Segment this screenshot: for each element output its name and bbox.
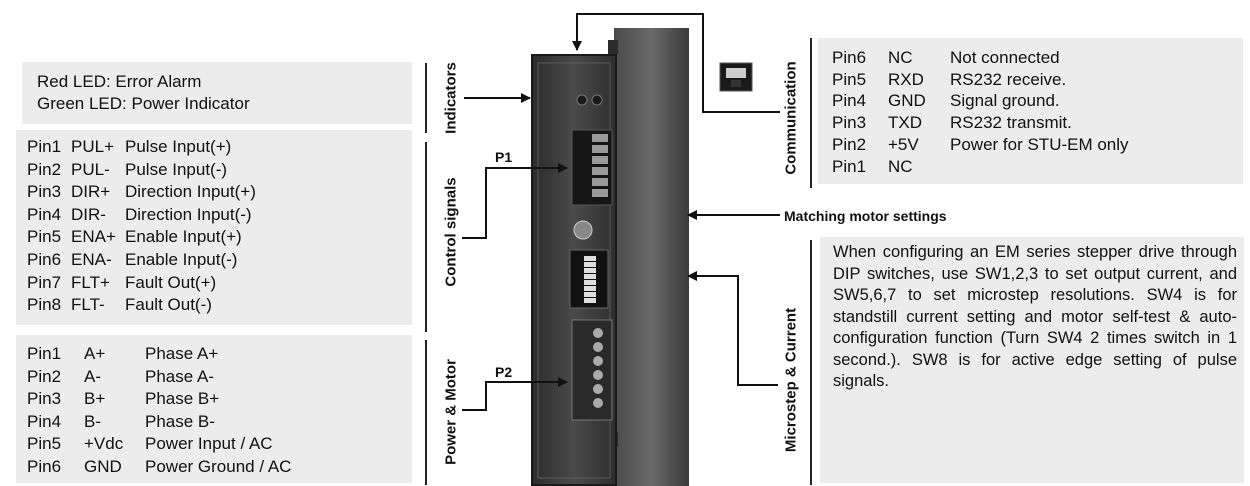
power-pin-row-5-col-3: Power Input / AC bbox=[145, 434, 273, 454]
rj11-connector bbox=[719, 62, 753, 92]
comm-pin-row-4-col-2: TXD bbox=[888, 113, 922, 133]
control-pin-row-6-col-3: Enable Input(-) bbox=[125, 250, 238, 269]
control-pin-row-2-col-1: Pin2 bbox=[27, 159, 62, 179]
control-pin-row-8-col-1: Pin8 bbox=[27, 295, 62, 315]
control-pin-row-7-col-1: Pin7 bbox=[27, 272, 62, 292]
power-divider bbox=[425, 340, 427, 485]
control-pin-row-8-col-2: FLT- bbox=[71, 295, 105, 315]
power-pin-row-1-col-2: A+ bbox=[84, 344, 106, 363]
power-pin-row-3-col-3: Phase B+ bbox=[145, 389, 220, 409]
control-pin-row-2-col-3: Pulse Input(-) bbox=[125, 159, 228, 179]
microstep-divider bbox=[810, 240, 812, 485]
comm-pin-row-5-col-1: Pin2 bbox=[832, 134, 867, 154]
communication-arrow bbox=[572, 13, 780, 113]
control-divider bbox=[425, 142, 427, 332]
power-pin-row-4-col-3: Phase B- bbox=[145, 411, 215, 431]
p2-arrow bbox=[462, 377, 568, 411]
p2-connector bbox=[571, 319, 613, 421]
indicators-line-2: Green LED: Power Indicator bbox=[37, 94, 250, 113]
control-pin-row-5-col-3: Enable Input(+) bbox=[125, 227, 242, 247]
comm-pin-row-3-col-3: Signal ground. bbox=[950, 91, 1060, 111]
microstep-description: When configuring an EM series stepper dr… bbox=[833, 243, 1237, 390]
power-pin-row-1-col-1: Pin1 bbox=[27, 344, 62, 363]
control-pin-row-1-col-3: Pulse Input(+) bbox=[125, 137, 232, 156]
control-pin-row-3-col-2: DIR+ bbox=[71, 182, 111, 202]
control-pin-row-1-col-2: PUL+ bbox=[71, 137, 114, 156]
comm-pin-row-2-col-3: RS232 receive. bbox=[950, 69, 1067, 89]
control-pin-row-6-col-1: Pin6 bbox=[27, 250, 62, 269]
control-pin-row-3-col-3: Direction Input(+) bbox=[125, 182, 256, 202]
control-pin-row-7-col-2: FLT+ bbox=[71, 272, 110, 292]
comm-pin-row-5-col-2: +5V bbox=[888, 134, 919, 154]
p2-connector-label: P2 bbox=[495, 364, 513, 380]
comm-pin-row-6-col-1: Pin1 bbox=[832, 156, 867, 176]
red-led bbox=[576, 94, 588, 106]
matching-motor-settings-label: Matching motor settings bbox=[784, 208, 947, 224]
microstep-box bbox=[820, 237, 1244, 483]
power-pin-row-5-col-1: Pin5 bbox=[27, 434, 62, 454]
control-pin-row-4-col-1: Pin4 bbox=[27, 204, 62, 224]
control-pin-row-4-col-3: Direction Input(-) bbox=[125, 204, 252, 224]
control-pin-row-6-col-2: ENA- bbox=[71, 250, 112, 269]
comm-pin-row-4-col-3: RS232 transmit. bbox=[950, 113, 1072, 133]
indicators-line-1: Red LED: Error Alarm bbox=[37, 72, 202, 91]
power-pin-row-3-col-2: B+ bbox=[84, 389, 106, 409]
power-pin-row-4-col-2: B- bbox=[84, 411, 101, 431]
power-pin-row-1-col-3: Phase A+ bbox=[145, 344, 219, 363]
indicators-box bbox=[22, 62, 412, 124]
power-pin-row-6-col-2: GND bbox=[84, 457, 122, 476]
communication-box bbox=[818, 38, 1243, 184]
p1-arrow bbox=[462, 163, 568, 239]
dip-switch bbox=[569, 249, 609, 309]
power-pin-row-2-col-3: Phase A- bbox=[145, 366, 214, 386]
power-pin-row-5-col-2: +Vdc bbox=[84, 434, 124, 454]
comm-pin-row-1-col-3: Not connected bbox=[950, 48, 1060, 67]
indicators-divider bbox=[425, 63, 427, 133]
comm-pin-row-1-col-1: Pin6 bbox=[832, 48, 867, 67]
control-signals-box bbox=[16, 130, 412, 325]
comm-pin-row-2-col-1: Pin5 bbox=[832, 69, 867, 89]
comm-pin-row-4-col-1: Pin3 bbox=[832, 113, 867, 133]
control-pin-row-1-col-1: Pin1 bbox=[27, 137, 62, 156]
microstep-arrow bbox=[687, 271, 778, 386]
control-pin-row-8-col-3: Fault Out(-) bbox=[125, 295, 212, 315]
control-pin-row-3-col-1: Pin3 bbox=[27, 182, 62, 202]
comm-pin-row-3-col-2: GND bbox=[888, 91, 926, 111]
p1-connector bbox=[571, 129, 613, 206]
power-pin-row-3-col-1: Pin3 bbox=[27, 389, 62, 409]
power-pin-row-2-col-2: A- bbox=[84, 366, 101, 386]
control-pin-row-5-col-2: ENA+ bbox=[71, 227, 116, 247]
power-pin-row-6-col-1: Pin6 bbox=[27, 457, 62, 476]
control-pin-row-5-col-1: Pin5 bbox=[27, 227, 62, 247]
comm-pin-row-2-col-2: RXD bbox=[888, 69, 924, 89]
control-pin-row-2-col-2: PUL- bbox=[71, 159, 110, 179]
rotary-switch bbox=[573, 220, 593, 240]
power-pin-row-2-col-1: Pin2 bbox=[27, 366, 62, 386]
comm-pin-row-5-col-3: Power for STU-EM only bbox=[950, 134, 1129, 154]
comm-pin-row-3-col-1: Pin4 bbox=[832, 91, 867, 111]
power-motor-box bbox=[16, 335, 412, 483]
green-led bbox=[591, 94, 603, 106]
power-pin-row-4-col-1: Pin4 bbox=[27, 411, 62, 431]
comm-pin-row-6-col-2: NC bbox=[888, 156, 913, 176]
p1-connector-label: P1 bbox=[495, 149, 513, 165]
communication-divider bbox=[810, 38, 812, 188]
heatsink bbox=[608, 28, 689, 486]
control-pin-row-4-col-2: DIR- bbox=[71, 204, 106, 224]
control-pin-row-7-col-3: Fault Out(+) bbox=[125, 272, 217, 292]
comm-pin-row-1-col-2: NC bbox=[888, 48, 913, 67]
power-pin-row-6-col-3: Power Ground / AC bbox=[145, 457, 292, 476]
